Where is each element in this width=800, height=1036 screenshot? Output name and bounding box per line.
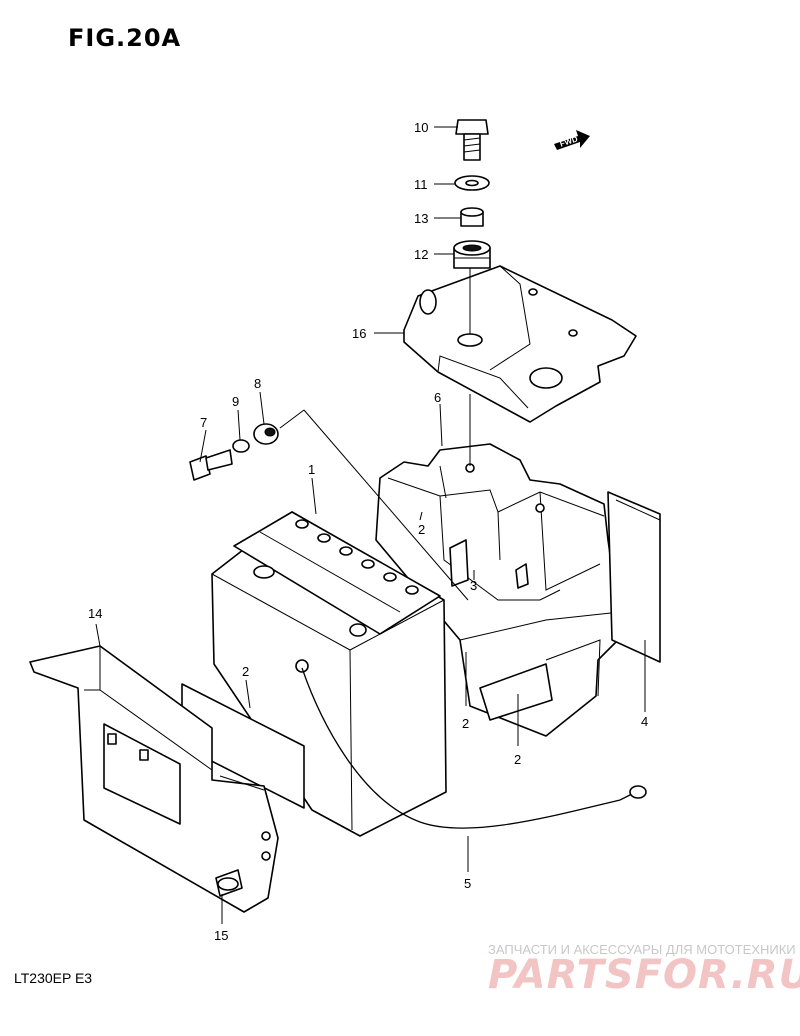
callout-14: 14 [88, 606, 102, 621]
side-bolt-part [189, 449, 233, 481]
side-grommet-part [253, 423, 279, 445]
callout-10: 10 [414, 120, 428, 135]
battery-part [211, 511, 447, 837]
callout-9: 9 [232, 394, 239, 409]
leader-lines [95, 126, 646, 924]
callout-4: 4 [641, 714, 648, 729]
callout-2-case-side: 2 [462, 716, 469, 731]
callout-12: 12 [414, 247, 428, 262]
grommet-part [453, 240, 491, 269]
watermark-brand: PARTSFOR.RU [488, 952, 800, 998]
model-code: LT230EP E3 [14, 970, 93, 986]
side-pad-part [607, 491, 661, 663]
battery-holder-plate [403, 265, 637, 423]
callout-13: 13 [414, 211, 428, 226]
callout-1: 1 [308, 462, 315, 477]
battery-cover-part [29, 645, 279, 913]
watermark-subtitle: ЗАПЧАСТИ И АКСЕССУАРЫ ДЛЯ МОТОТЕХНИКИ [488, 942, 796, 957]
battery-case [375, 443, 621, 737]
callout-16: 16 [352, 326, 366, 341]
forward-arrow-icon: FWD [554, 130, 590, 150]
callout-5: 5 [464, 876, 471, 891]
callout-6: 6 [434, 390, 441, 405]
callout-3: 3 [470, 578, 477, 593]
vent-tube-part [301, 667, 647, 829]
callout-2-front-pad: 2 [242, 664, 249, 679]
callout-7: 7 [200, 415, 207, 430]
callout-15: 15 [214, 928, 228, 943]
figure-title: FIG.20A [68, 24, 182, 52]
callout-11: 11 [414, 177, 428, 192]
callout-2-case-top: 2 [418, 522, 425, 537]
callout-labels: 10 11 13 12 16 6 1 7 9 8 14 2 2 3 2 2 4 … [88, 120, 648, 943]
callout-8: 8 [254, 376, 261, 391]
collar-part [460, 207, 484, 227]
bolt-part [455, 119, 489, 161]
washer-part [454, 175, 490, 191]
callout-2-case-bottom: 2 [514, 752, 521, 767]
fwd-label: FWD [559, 134, 579, 148]
cover-bolt-part [215, 869, 243, 897]
side-collar-part [232, 439, 250, 453]
